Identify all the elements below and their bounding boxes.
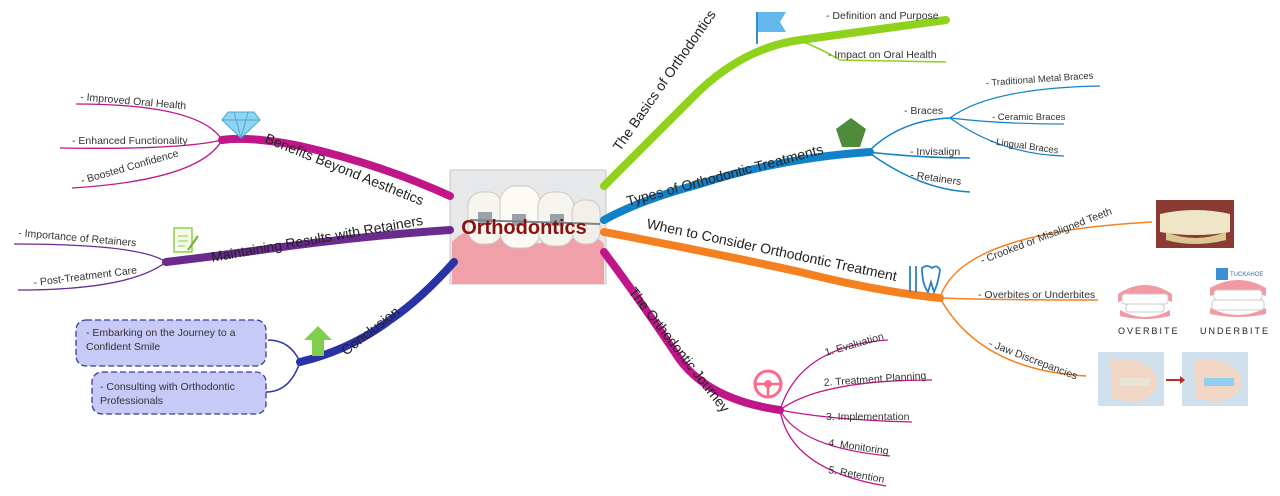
journey-item-monitoring: 4. Monitoring <box>828 437 890 457</box>
conclusion-item-journey-line1: - Embarking on the Journey to a <box>86 327 236 339</box>
dental-tools-icon <box>909 265 941 295</box>
when-item-overbites: - Overbites or Underbites <box>978 289 1095 301</box>
journey-item-planning: 2. Treatment Planning <box>823 370 926 389</box>
branch-types[interactable]: Types of Orthodontic Treatments - Braces… <box>600 70 1101 224</box>
crooked-teeth-image <box>1156 200 1234 248</box>
central-title: Orthodontics <box>461 217 587 239</box>
journey-item-retention: 5. Retention <box>827 464 885 486</box>
central-topic[interactable]: Orthodontics <box>449 169 607 285</box>
branch-label-basics: The Basics of Orthodontics <box>609 7 719 154</box>
braces-item-lingual: - Lingual Braces <box>990 136 1060 156</box>
branch-label-journey: The Orthodontic Journey <box>626 284 733 415</box>
when-item-jaw: - Jaw Discrepancies <box>987 338 1079 383</box>
basics-item-impact: - Impact on Oral Health <box>828 49 937 61</box>
branch-conclusion[interactable]: Conclusion - Embarking on the Journey to… <box>75 258 458 415</box>
branch-maintaining[interactable]: Maintaining Results with Retainers - Imp… <box>13 212 454 291</box>
basics-item-definition: - Definition and Purpose <box>826 10 939 22</box>
pentagon-icon <box>836 118 866 147</box>
braces-item-ceramic: - Ceramic Braces <box>992 112 1066 123</box>
branch-label-types: Types of Orthodontic Treatments <box>625 141 825 209</box>
branch-label-benefits: Benefits Beyond Aesthetics <box>263 130 426 208</box>
branch-benefits[interactable]: Benefits Beyond Aesthetics - Improved Or… <box>59 91 454 208</box>
flag-icon <box>756 12 786 44</box>
journey-item-implementation: 3. Implementation <box>826 411 910 423</box>
types-item-retainers: - Retainers <box>910 169 963 188</box>
benefits-item-confidence: - Boosted Confidence <box>80 147 181 186</box>
conclusion-item-journey-line2: Confident Smile <box>86 341 160 353</box>
diamond-icon <box>221 111 261 139</box>
conclusion-item-consulting-line2: Professionals <box>100 395 163 407</box>
underbite-caption: UNDERBITE <box>1200 326 1270 336</box>
when-item-crooked: - Crooked or Misaligned Teeth <box>979 205 1114 266</box>
jaw-discrepancy-image <box>1098 352 1248 406</box>
underbite-image: TUCKAHOE <box>1210 268 1266 317</box>
types-item-invisalign: - Invisalign <box>910 146 960 158</box>
types-item-braces: - Braces <box>904 105 943 117</box>
up-arrow-icon <box>304 326 332 356</box>
branch-label-conclusion: Conclusion <box>338 303 402 358</box>
clinic-logo-text: TUCKAHOE <box>1230 272 1263 278</box>
notepad-icon <box>173 227 199 253</box>
journey-item-evaluation: 1. Evaluation <box>824 331 886 359</box>
benefits-item-oral-health: - Improved Oral Health <box>80 91 187 112</box>
conclusion-card-consulting[interactable]: - Consulting with Orthodontic Profession… <box>91 371 267 415</box>
conclusion-card-journey[interactable]: - Embarking on the Journey to a Confiden… <box>75 319 267 367</box>
overbite-image <box>1118 285 1172 319</box>
steering-wheel-icon <box>753 369 783 399</box>
overbite-caption: OVERBITE <box>1118 326 1180 336</box>
conclusion-item-consulting-line1: - Consulting with Orthodontic <box>100 381 235 393</box>
benefits-item-functionality: - Enhanced Functionality <box>72 135 188 147</box>
maintaining-item-care: - Post-Treatment Care <box>33 264 138 289</box>
